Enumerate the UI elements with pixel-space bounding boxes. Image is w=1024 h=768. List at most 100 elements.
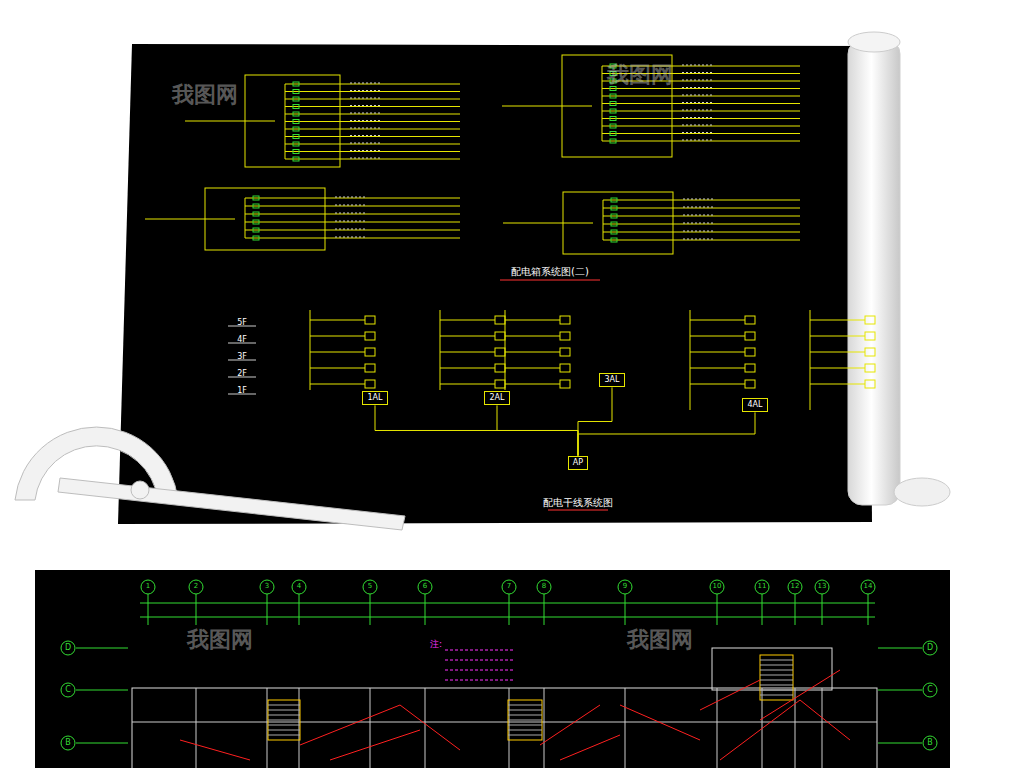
floor-box (745, 364, 755, 372)
stair-step (760, 680, 793, 681)
axis-line (370, 594, 371, 625)
floor-branch (690, 384, 745, 385)
floor-label: 2F (237, 370, 247, 379)
floor-branch (810, 352, 865, 353)
breaker-symbol (611, 238, 617, 242)
axis-bubble (537, 580, 551, 594)
feeder-cable (578, 412, 755, 455)
breaker-symbol (611, 198, 617, 202)
breaker-symbol (610, 102, 616, 106)
watermark: 我图网 (607, 63, 673, 87)
cable-note (683, 199, 713, 200)
note-line (445, 660, 515, 661)
feeder-line (285, 106, 460, 107)
floor-label: 4F (237, 336, 247, 345)
floor-box (865, 364, 875, 372)
floor-box (365, 364, 375, 372)
caption-underline (548, 510, 608, 511)
axis-line (878, 690, 922, 691)
feeder-line (602, 96, 800, 97)
cable-note (335, 229, 365, 230)
axis-bubble (923, 641, 937, 655)
feeder-line (602, 118, 800, 119)
feeder-line (285, 99, 460, 100)
dimension-line (140, 617, 875, 618)
axis-number: 3 (265, 583, 269, 591)
floor-branch (505, 384, 560, 385)
breaker-symbol (253, 212, 259, 216)
axis-letter: C (65, 686, 71, 695)
wiring-line (330, 730, 420, 760)
stair-step (268, 705, 300, 706)
cable-note (682, 110, 712, 111)
axis-bubble (189, 580, 203, 594)
breaker-symbol (610, 109, 616, 113)
feeder-cable (578, 387, 612, 455)
floor-branch (440, 352, 495, 353)
axis-line (76, 743, 128, 744)
axis-number: 9 (623, 583, 627, 591)
stair-step (760, 695, 793, 696)
cable-note (682, 117, 712, 118)
floor-branch (310, 336, 365, 337)
axis-line (717, 594, 718, 625)
axis-bubble (260, 580, 274, 594)
stair-step (268, 730, 300, 731)
feeder-line (603, 208, 800, 209)
stair-step (508, 720, 542, 721)
breaker-symbol (610, 87, 616, 91)
axis-line (148, 594, 149, 625)
axis-number: 13 (818, 583, 827, 591)
cable-note (682, 95, 712, 96)
floor-box (865, 332, 875, 340)
floor-box (560, 316, 570, 324)
feeder-line (603, 200, 800, 201)
axis-letter: B (65, 739, 71, 748)
breaker-symbol (293, 112, 299, 116)
floor-box (495, 380, 505, 388)
note-line (445, 680, 515, 681)
wall (822, 688, 823, 768)
floor-box (745, 380, 755, 388)
axis-number: 10 (713, 583, 722, 591)
axis-bubble (141, 580, 155, 594)
building-outline (712, 648, 832, 690)
watermark: 我图网 (172, 83, 238, 107)
axis-line (868, 594, 869, 625)
breaker-symbol (293, 150, 299, 154)
axis-number: 11 (758, 583, 767, 591)
breaker-symbol (253, 204, 259, 208)
cable-note (683, 239, 713, 240)
cable-note (335, 221, 365, 222)
stair-step (508, 730, 542, 731)
box-label: 3AL (604, 376, 619, 385)
wiring-line (760, 670, 840, 720)
floor-box (745, 332, 755, 340)
axis-line (625, 594, 626, 625)
note-line (445, 650, 515, 651)
incoming-line (502, 106, 592, 107)
floor-branch (690, 336, 745, 337)
box-label: 4AL (747, 401, 762, 410)
floor-branch (310, 352, 365, 353)
stair (760, 655, 793, 700)
cable-note (682, 72, 712, 73)
cable-note (335, 237, 365, 238)
stair-step (508, 710, 542, 711)
breaker-symbol (253, 236, 259, 240)
cable-note (683, 215, 713, 216)
floor-box (365, 332, 375, 340)
note-line (445, 670, 515, 671)
stair (268, 700, 300, 740)
wiring-line (700, 680, 760, 710)
axis-line (299, 594, 300, 625)
floor-box (745, 348, 755, 356)
breaker-symbol (293, 142, 299, 146)
wall (425, 688, 426, 768)
axis-bubble (861, 580, 875, 594)
axis-line (822, 594, 823, 625)
axis-bubble (61, 641, 75, 655)
feeder-line (602, 103, 800, 104)
watermark: 我图网 (627, 628, 693, 652)
